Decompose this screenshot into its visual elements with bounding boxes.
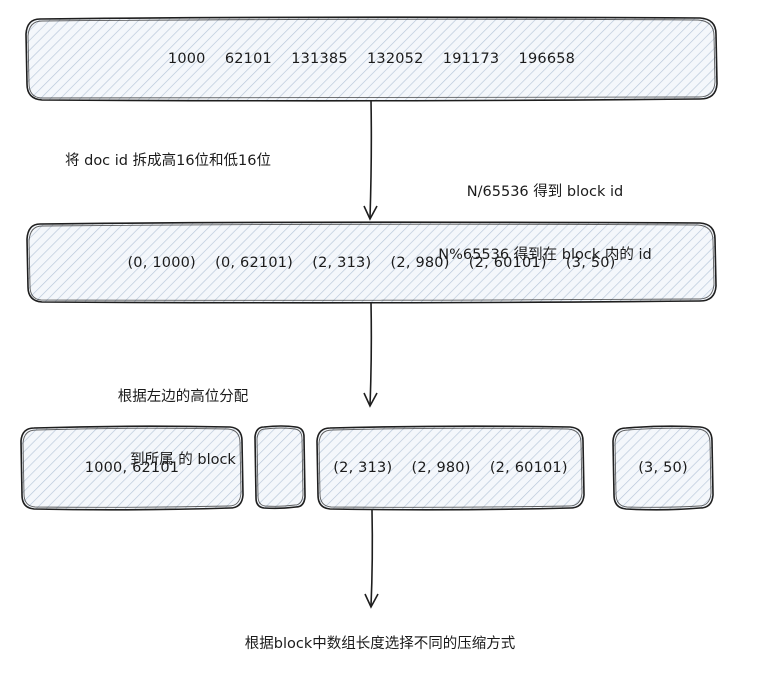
arrow-assign xyxy=(363,301,378,408)
block-1-text xyxy=(256,428,304,508)
block-1-box xyxy=(254,425,306,510)
note-block-id-line2: N%65536 得到在 block 内的 id xyxy=(438,247,652,263)
block-2-box xyxy=(316,425,585,511)
doc-ids-box xyxy=(25,16,718,102)
pairs-text: (0, 1000) (0, 62101) (2, 313) (2, 980) (… xyxy=(127,254,616,271)
note-block-id: N/65536 得到 block id N%65536 得到在 block 内的… xyxy=(410,140,680,287)
note-split-doc-id: 将 doc id 拆成高16位和低16位 xyxy=(65,153,272,169)
note-assign-line1: 根据左边的高位分配 xyxy=(117,389,249,405)
block-3-text: (3, 50) xyxy=(638,460,688,476)
pairs-box xyxy=(26,221,717,304)
block-0-text: 1000, 62101 xyxy=(84,460,180,476)
block-2-text: (2, 313) (2, 980) (2, 60101) xyxy=(333,460,568,476)
block-0-box xyxy=(20,425,244,511)
arrow-split xyxy=(363,99,378,221)
doc-ids-text: 1000 62101 131385 132052 191173 196658 xyxy=(167,51,576,67)
note-block-id-line1: N/65536 得到 block id xyxy=(466,184,624,200)
note-assign-line2: 到所属 的 block xyxy=(130,452,236,468)
block-3-box xyxy=(612,425,714,511)
arrow-compress xyxy=(364,509,379,609)
note-compress: 根据block中数组长度选择不同的压缩方式 xyxy=(244,636,516,652)
note-assign-block: 根据左边的高位分配 到所属 的 block xyxy=(88,345,278,492)
